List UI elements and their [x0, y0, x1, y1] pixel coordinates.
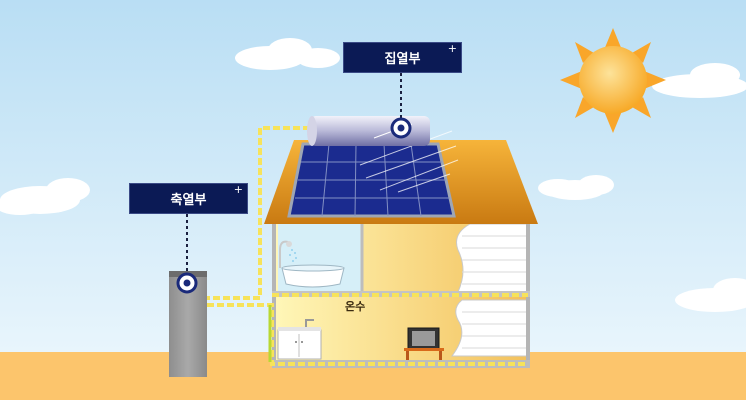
solar-panel [287, 130, 459, 218]
house-siding [450, 223, 529, 357]
hot-water-label: 온수 [345, 300, 366, 313]
storage-label-text: 축열부 [170, 193, 207, 208]
cloud-icon [235, 38, 340, 70]
plus-icon[interactable]: + [447, 42, 457, 55]
target-marker-icon[interactable] [390, 117, 412, 139]
bathtub-icon [281, 264, 345, 288]
collector-label-text: 집열부 [384, 52, 421, 67]
floor-divider [272, 291, 530, 297]
collector-label[interactable]: 집열부 + [343, 42, 462, 73]
roof-water-tank [307, 116, 430, 146]
shower-icon [279, 240, 297, 268]
target-marker-icon[interactable] [176, 272, 198, 294]
sun-icon [560, 28, 666, 133]
storage-label[interactable]: 축열부 + [129, 183, 248, 214]
hot-water-pipe [207, 126, 528, 366]
tv-icon [404, 327, 444, 360]
cloud-icon [538, 175, 614, 200]
plus-icon[interactable]: + [233, 183, 243, 196]
cloud-icon [675, 278, 746, 312]
sink-cabinet-icon [277, 319, 322, 360]
cloud-icon [0, 178, 90, 215]
cloud-icon [652, 63, 746, 98]
